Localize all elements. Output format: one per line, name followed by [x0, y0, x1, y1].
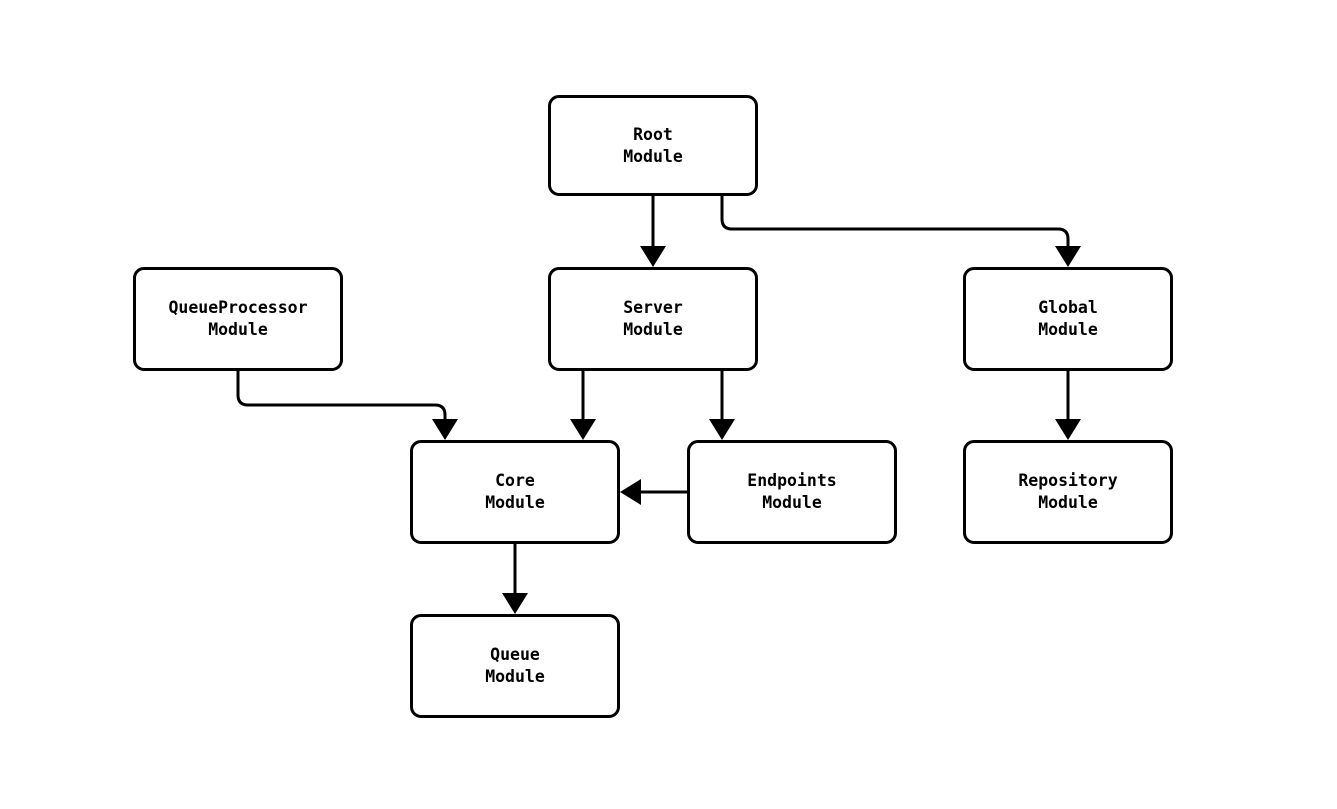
edge-queueprocessor-to-core-arrowhead	[432, 419, 458, 440]
edge-endpoints-to-core-arrowhead	[620, 479, 641, 505]
node-server-module-line-2: Module	[623, 320, 683, 339]
edge-server-to-core-arrowhead	[570, 419, 596, 440]
node-core-module-line-1: Core	[495, 471, 535, 490]
node-queueprocessor-module[interactable]: QueueProcessor Module	[133, 267, 343, 371]
node-server-module[interactable]: Server Module	[548, 267, 758, 371]
node-global-module-line-2: Module	[1038, 320, 1098, 339]
edge-server-to-endpoints-arrowhead	[709, 419, 735, 440]
edge-root-to-server-arrowhead	[640, 246, 666, 267]
edge-root-to-global-arrowhead	[1055, 246, 1081, 267]
edge-core-to-queue-arrowhead	[502, 593, 528, 614]
node-queueprocessor-module-line-2: Module	[208, 320, 268, 339]
node-core-module-line-2: Module	[485, 493, 545, 512]
node-root-module[interactable]: Root Module	[548, 95, 758, 196]
node-endpoints-module[interactable]: Endpoints Module	[687, 440, 897, 544]
node-repository-module-line-2: Module	[1038, 493, 1098, 512]
node-endpoints-module-line-1: Endpoints	[747, 471, 837, 490]
edge-queueprocessor-to-core	[236, 371, 447, 426]
edge-root-to-global	[720, 196, 1070, 253]
node-root-module-line-1: Root	[633, 124, 673, 144]
node-global-module-line-1: Global	[1038, 298, 1098, 317]
node-root-module-line-2: Module	[623, 146, 683, 166]
node-core-module[interactable]: Core Module	[410, 440, 620, 544]
node-server-module-line-1: Server	[623, 298, 683, 317]
node-queue-module-line-1: Queue	[490, 645, 540, 664]
node-repository-module[interactable]: Repository Module	[963, 440, 1173, 544]
node-global-module[interactable]: Global Module	[963, 267, 1173, 371]
node-queueprocessor-module-line-1: QueueProcessor	[168, 298, 308, 317]
node-repository-module-line-1: Repository	[1018, 471, 1118, 490]
node-queue-module[interactable]: Queue Module	[410, 614, 620, 718]
node-endpoints-module-line-2: Module	[762, 493, 822, 512]
node-queue-module-line-2: Module	[485, 667, 545, 686]
edge-global-to-repository-arrowhead	[1055, 419, 1081, 440]
